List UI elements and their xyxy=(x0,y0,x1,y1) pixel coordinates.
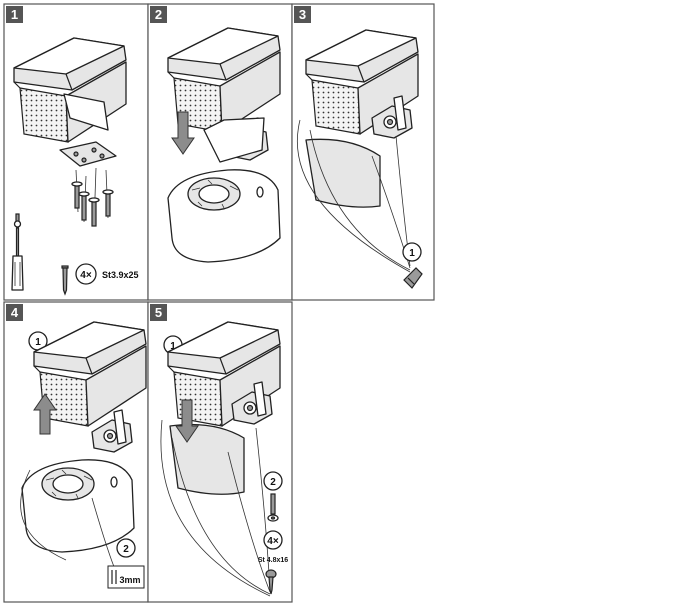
step-panel-4: 4 1 2 3mm xyxy=(3,301,149,603)
gap-value: 3mm xyxy=(119,575,140,585)
arrow-up-icon xyxy=(33,393,57,435)
screw-count: 4× xyxy=(80,270,92,281)
screw-count-callout: 4× St3.9x25 xyxy=(75,263,139,285)
arrow-down-icon xyxy=(171,111,195,155)
gap-indicator: 3mm xyxy=(107,565,145,589)
step-ref: 2 xyxy=(270,477,276,488)
step-panel-3: 3 1 xyxy=(291,3,435,301)
screw-spec: St 4.8x16 xyxy=(258,557,288,564)
washer-icon xyxy=(267,493,279,522)
screwdriver-icon xyxy=(11,213,24,291)
screw-icon xyxy=(71,167,114,227)
step-panel-2: 2 xyxy=(147,3,293,301)
step-number: 3 xyxy=(299,7,306,22)
step-number: 1 xyxy=(11,7,18,22)
arrow-down-icon xyxy=(175,399,199,443)
step-panel-5: 5 1 2 4× St 4.8x16 xyxy=(147,301,293,603)
step-ref: 1 xyxy=(35,337,41,348)
step-panel-1: 1 xyxy=(3,3,149,301)
step-ref: 2 xyxy=(123,544,129,555)
screw-spec: St3.9x25 xyxy=(102,270,139,280)
screw-icon xyxy=(265,569,277,595)
base-cup xyxy=(167,169,281,263)
armrest-icon xyxy=(13,37,127,143)
step-ref-callout: 2 xyxy=(116,538,136,558)
step-ref: 1 xyxy=(409,248,415,259)
step-number: 5 xyxy=(155,305,162,320)
screw-count: 4× xyxy=(267,536,279,547)
step-number: 4 xyxy=(11,305,19,320)
screw-icon xyxy=(61,265,69,296)
base-cup xyxy=(21,459,135,553)
screw-count-callout: 4× St 4.8x16 xyxy=(258,530,288,564)
clip-icon xyxy=(403,267,423,289)
step-ref-callout: 1 xyxy=(402,242,422,262)
step-ref-callout: 2 xyxy=(263,471,283,491)
step-number: 2 xyxy=(155,7,162,22)
mounting-plate xyxy=(59,141,117,167)
step-ref: 1 xyxy=(170,341,176,352)
